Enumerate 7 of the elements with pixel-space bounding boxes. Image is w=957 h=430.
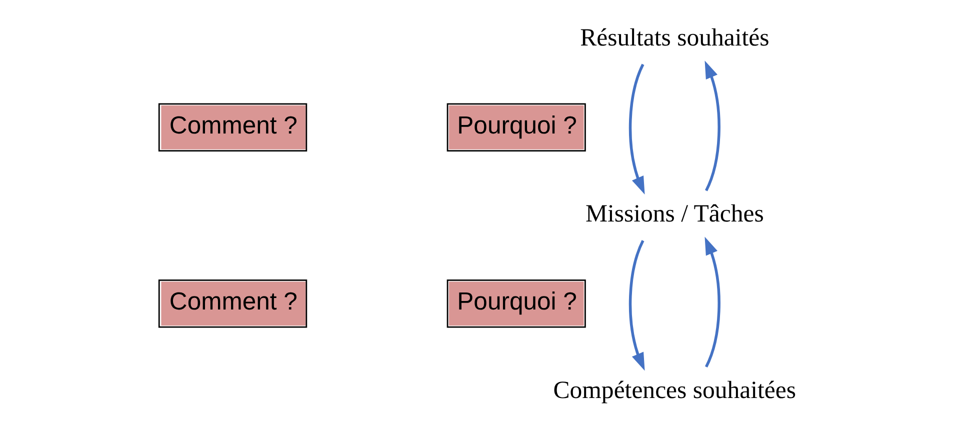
node-text: Compétences souhaitées — [553, 376, 796, 404]
node-text: Résultats souhaités — [580, 24, 770, 51]
node-text: Missions / Tâches — [585, 200, 764, 228]
arrow — [704, 60, 720, 191]
arrow — [704, 236, 720, 367]
arrow — [628, 240, 645, 370]
arrow — [628, 63, 645, 194]
